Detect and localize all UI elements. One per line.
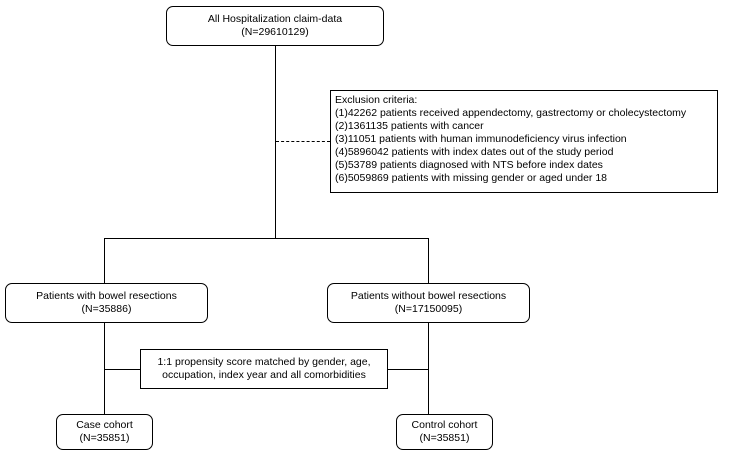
case-cohort-title: Case cohort: [76, 419, 133, 431]
matching-box: 1:1 propensity score matched by gender, …: [140, 349, 388, 389]
left-group-title: Patients with bowel resections: [36, 290, 177, 302]
left-group-count: (N=35886): [81, 303, 132, 315]
top-box-all-hospitalization: All Hospitalization claim-data (N=296101…: [166, 6, 384, 46]
connector-right-cohort: [428, 322, 429, 415]
exclusion-criteria-box: Exclusion criteria: (1)42262 patients re…: [330, 90, 718, 193]
control-cohort-box: Control cohort (N=35851): [396, 414, 493, 450]
connector-branch-horizontal: [104, 238, 429, 239]
matching-line-2: occupation, index year and all comorbidi…: [162, 369, 366, 381]
exclusion-item: (5)53789 patients diagnosed with NTS bef…: [335, 159, 603, 171]
exclusion-item: (3)11051 patients with human immunodefic…: [335, 133, 627, 145]
case-cohort-count: (N=35851): [79, 432, 130, 444]
exclusion-heading: Exclusion criteria:: [335, 94, 418, 106]
matching-line-1: 1:1 propensity score matched by gender, …: [157, 356, 371, 368]
top-box-title: All Hospitalization claim-data: [207, 13, 343, 25]
connector-right-drop: [428, 238, 429, 284]
control-cohort-title: Control cohort: [411, 419, 478, 431]
case-cohort-box: Case cohort (N=35851): [56, 414, 153, 450]
right-group-title: Patients without bowel resections: [350, 290, 507, 302]
connector-left-cohort: [104, 322, 105, 415]
control-cohort-count: (N=35851): [419, 432, 470, 444]
exclusion-item: (1)42262 patients received appendectomy,…: [335, 107, 687, 119]
connector-left-drop: [104, 238, 105, 284]
right-group-box: Patients without bowel resections (N=171…: [327, 283, 530, 323]
exclusion-item: (4)5896042 patients with index dates out…: [335, 146, 614, 158]
left-group-box: Patients with bowel resections (N=35886): [5, 283, 208, 323]
right-group-count: (N=17150095): [394, 303, 463, 315]
exclusion-item: (6)5059869 patients with missing gender …: [335, 172, 608, 184]
connector-top-vertical: [275, 45, 276, 239]
exclusion-item: (2)1361135 patients with cancer: [335, 120, 484, 132]
top-box-count: (N=29610129): [241, 26, 309, 38]
connector-exclusion-dashed: [276, 141, 330, 142]
